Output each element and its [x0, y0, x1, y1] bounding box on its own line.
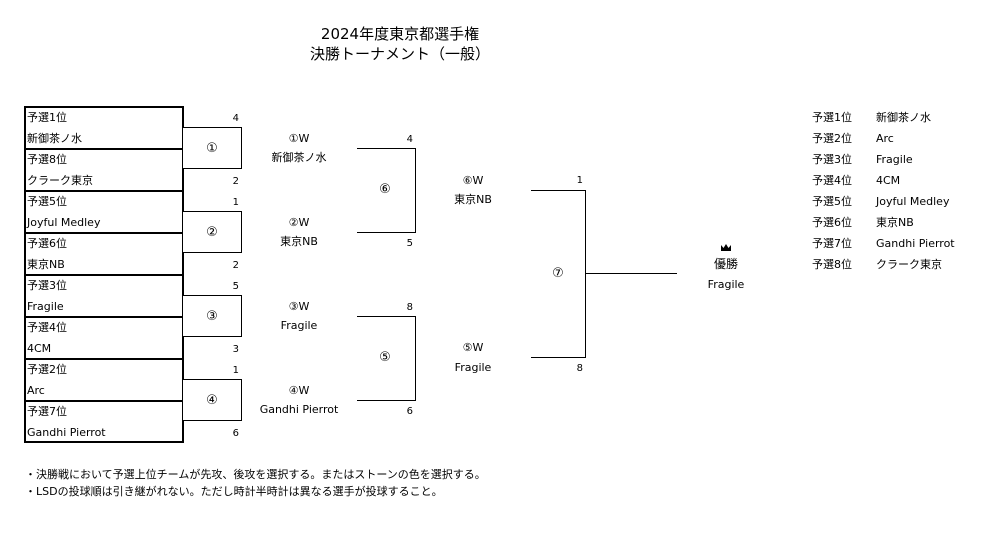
result-seed: 予選1位: [812, 111, 852, 124]
title-line1: 2024年度東京都選手権: [320, 25, 480, 43]
bracket-line: [357, 400, 415, 401]
bracket-line: [415, 148, 416, 233]
score: 5: [406, 238, 413, 249]
entry-team: クラーク東京: [27, 174, 93, 187]
entry-seed: 予選2位: [27, 363, 67, 376]
winner-label: ②W: [288, 216, 310, 229]
result-seed: 予選7位: [812, 237, 852, 250]
winner-team: 東京NB: [454, 193, 492, 206]
result-team: Arc: [876, 132, 894, 145]
entry-team: 4CM: [27, 342, 52, 355]
winner-label: ①W: [288, 132, 310, 145]
match-number: ⑦: [552, 266, 564, 281]
score: 4: [406, 134, 413, 145]
bracket-line: [415, 316, 416, 401]
result-team: 4CM: [876, 174, 901, 187]
pair-divider: [24, 400, 184, 402]
winner-team: Fragile: [280, 319, 318, 332]
title-line2: 決勝トーナメント（一般）: [309, 45, 490, 63]
entry-team: 新御茶ノ水: [27, 132, 82, 145]
match-box-2: ②: [182, 211, 242, 253]
result-seed: 予選4位: [812, 174, 852, 187]
entry-seed: 予選6位: [27, 237, 67, 250]
bracket-line: [531, 357, 585, 358]
pair-divider: [24, 316, 184, 318]
winner-label: ⑤W: [462, 341, 484, 354]
match-number: ②: [206, 224, 218, 240]
result-team: クラーク東京: [876, 258, 942, 271]
result-seed: 予選6位: [812, 216, 852, 229]
result-team: Fragile: [876, 153, 913, 166]
score: 3: [232, 344, 239, 355]
match-number: ①: [206, 140, 218, 156]
pair-divider: [24, 190, 184, 192]
score: 6: [406, 406, 413, 417]
winner-team: Fragile: [454, 361, 492, 374]
score: 2: [232, 176, 239, 187]
entry-seed: 予選4位: [27, 321, 67, 334]
entry-team: 東京NB: [27, 258, 65, 271]
champion-team: Fragile: [707, 278, 745, 291]
bracket-line: [585, 273, 677, 274]
winner-team: 東京NB: [280, 235, 318, 248]
result-seed: 予選5位: [812, 195, 852, 208]
page-title: 2024年度東京都選手権 決勝トーナメント（一般）: [0, 24, 800, 64]
winner-label: ③W: [288, 300, 310, 313]
score: 6: [232, 428, 239, 439]
entry-team: Gandhi Pierrot: [27, 426, 106, 439]
entry-seed: 予選3位: [27, 279, 67, 292]
pair-divider: [24, 274, 184, 276]
bracket-line: [357, 148, 415, 149]
bracket-line: [531, 190, 585, 191]
match-number: ⑤: [379, 350, 391, 365]
note: ・LSDの投球順は引き継がれない。ただし時計半時計は異なる選手が投球すること。: [25, 485, 443, 498]
result-team: Gandhi Pierrot: [876, 237, 955, 250]
bracket-line: [357, 232, 415, 233]
match-box-4: ④: [182, 379, 242, 421]
winner-label: ④W: [288, 384, 310, 397]
result-seed: 予選2位: [812, 132, 852, 145]
score: 8: [576, 363, 583, 374]
match-box-1: ①: [182, 127, 242, 169]
score: 5: [232, 281, 239, 292]
entry-team: Fragile: [27, 300, 64, 313]
pair-divider: [24, 148, 184, 150]
match-number: ④: [206, 392, 218, 408]
pair-divider: [24, 232, 184, 234]
entry-team: Joyful Medley: [27, 216, 101, 229]
result-team: 東京NB: [876, 216, 914, 229]
score: 1: [232, 365, 239, 376]
match-number: ⑥: [379, 182, 391, 197]
bracket-line: [357, 316, 415, 317]
bracket-line: [585, 190, 586, 358]
result-seed: 予選3位: [812, 153, 852, 166]
match-number: ③: [206, 308, 218, 324]
score: 1: [576, 175, 583, 186]
entry-seed: 予選5位: [27, 195, 67, 208]
note: ・決勝戦において予選上位チームが先攻、後攻を選択する。またはストーンの色を選択す…: [25, 468, 486, 481]
winner-label: ⑥W: [462, 174, 484, 187]
winner-team: 新御茶ノ水: [271, 151, 327, 164]
entry-seed: 予選7位: [27, 405, 67, 418]
match-box-3: ③: [182, 295, 242, 337]
result-seed: 予選8位: [812, 258, 852, 271]
champion-title: 優勝: [713, 257, 738, 271]
crown-icon: [720, 237, 732, 251]
score: 1: [232, 197, 239, 208]
score: 8: [406, 302, 413, 313]
entry-seed: 予選8位: [27, 153, 67, 166]
result-team: 新御茶ノ水: [876, 111, 931, 124]
entry-seed: 予選1位: [27, 111, 67, 124]
winner-team: Gandhi Pierrot: [259, 403, 339, 416]
result-team: Joyful Medley: [876, 195, 950, 208]
score: 2: [232, 260, 239, 271]
entry-team: Arc: [27, 384, 45, 397]
score: 4: [232, 113, 239, 124]
pair-divider: [24, 358, 184, 360]
